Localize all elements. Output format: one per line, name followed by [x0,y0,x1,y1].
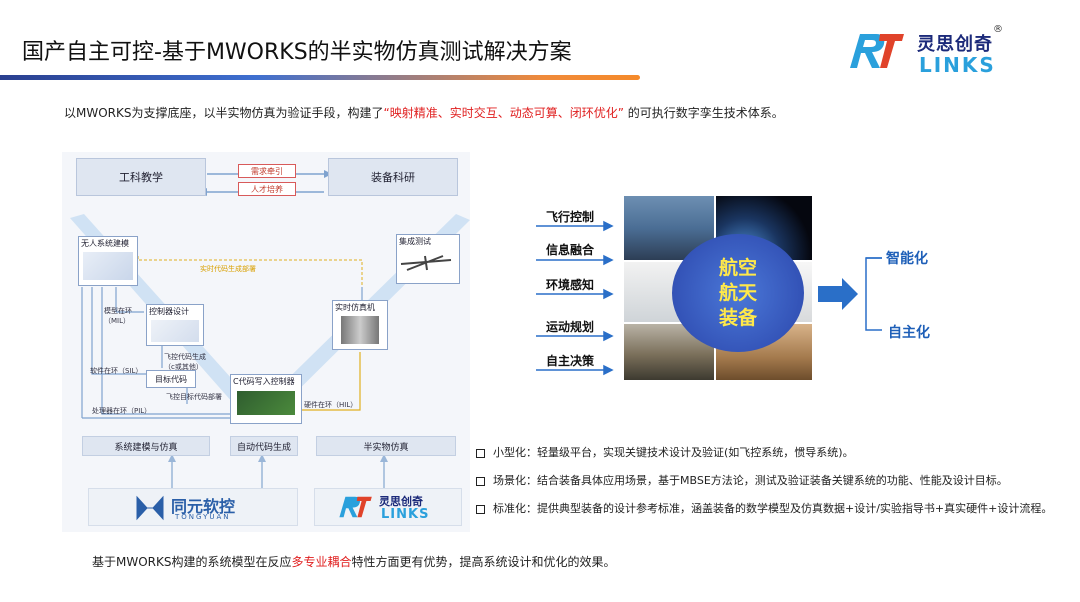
input-env-perception: 环境感知 [546,278,595,292]
output-connectors [818,257,882,331]
tag-demand-driven: 需求牵引 [238,164,296,178]
title-underline [0,75,640,80]
label-realtime-deploy: 实时代码生成部署 [200,265,256,273]
node-controller-design: 控制器设计 [146,304,204,346]
footer-after: 特性方面更有优势，提高系统设计和优化的效果。 [351,555,616,569]
label-pil: 处理器在环（PIL） [92,407,152,415]
node-label: C代码写入控制器 [233,377,295,386]
checkbox-square-icon [476,476,485,486]
node-realtime-simulator: 实时仿真机 [332,300,388,350]
intro-text: 以MWORKS为支撑底座，以半实物仿真为验证手段，构建了“映射精准、实时交互、动… [64,104,784,121]
intro-highlight: “映射精准、实时交互、动态可算、闭环优化” [383,106,624,120]
logo-en-text: LINKS [919,53,996,77]
box-hardware-in-loop: 半实物仿真 [316,436,456,456]
logo-cn-text: 灵思创奇 [917,34,993,55]
links-logo-small: 灵思创奇 LINKS [314,488,462,526]
label-hil: 硬件在环（HIL） [304,401,358,409]
links-logo-mark-icon [850,34,904,68]
footer-text: 基于MWORKS构建的系统模型在反应多专业耦合特性方面更有优势，提高系统设计和优… [92,553,616,570]
label-deploy: 飞控目标代码部署 [166,393,222,401]
label-mil: 模型在环 （MIL） [104,307,132,325]
bullet-standardization: 标准化：提供典型装备的设计参考标准，涵盖装备的数学模型及仿真数据+设计/实验指导… [476,500,1052,516]
center-line-1: 航空 [718,256,757,279]
intro-before: 以MWORKS为支撑底座，以半实物仿真为验证手段，构建了 [64,106,384,120]
footer-highlight: 多专业耦合 [291,555,352,569]
node-target-code: 目标代码 [146,370,196,388]
bullet-scenario: 场景化：结合装备具体应用场景，基于MBSE方法论，测试及验证装备关键系统的功能、… [476,472,1008,488]
label-codegen: 飞控代码生成 （c或其他） [164,353,206,371]
bullet-miniaturization: 小型化：轻量级平台，实现关键技术设计及验证(如飞控系统，惯导系统)。 [476,444,854,460]
output-autonomous: 自主化 [888,325,930,341]
tongyuan-mark-icon [136,495,164,521]
tongyuan-cn: 同元软控 [171,497,236,516]
footer-before: 基于MWORKS构建的系统模型在反应 [92,555,292,569]
checkbox-square-icon [476,504,485,514]
node-label: 无人系统建模 [81,239,129,248]
box-engineering-teaching: 工科教学 [76,158,206,196]
page-title: 国产自主可控-基于MWORKS的半实物仿真测试解决方案 [22,40,572,65]
v-model-diagram [62,152,470,532]
drone-icon [400,255,452,271]
center-line-2: 航天 [718,281,757,304]
tag-talent-training: 人才培养 [238,182,296,196]
input-info-fusion: 信息融合 [546,243,595,257]
input-flight-control: 飞行控制 [546,210,595,224]
center-line-3: 装备 [718,306,757,329]
output-intelligent: 智能化 [886,251,928,267]
box-equipment-research: 装备科研 [328,158,458,196]
box-auto-codegen: 自动代码生成 [230,436,298,456]
intro-after: 的可执行数字孪生技术体系。 [623,106,784,120]
links-small-en: LINKS [381,507,430,522]
node-label: 实时仿真机 [335,303,375,312]
node-label: 集成测试 [399,237,431,246]
label-sil: 软件在环（SIL） [90,367,143,375]
registered-mark: ® [993,24,1003,35]
box-modeling-simulation: 系统建模与仿真 [82,436,210,456]
v-model-connectors [70,170,470,488]
checkbox-square-icon [476,448,485,458]
input-arrows [536,220,614,376]
center-aerospace-equipment: 航空 航天 装备 [672,234,804,352]
bullet-text: 小型化：轻量级平台，实现关键技术设计及验证(如飞控系统，惯导系统)。 [493,446,854,459]
links-mark-small-icon [339,496,372,518]
bullet-text: 标准化：提供典型装备的设计参考标准，涵盖装备的数学模型及仿真数据+设计/实验指导… [493,502,1053,515]
tongyuan-logo: 同元软控 TONGYUAN [88,488,298,526]
node-integration-test: 集成测试 [396,234,460,284]
input-motion-planning: 运动规划 [546,320,595,334]
tongyuan-en: TONGYUAN [175,513,231,521]
node-label: 控制器设计 [149,307,189,316]
links-small-cn: 灵思创奇 [379,495,423,508]
node-unmanned-modeling: 无人系统建模 [78,236,138,286]
input-autonomous-decision: 自主决策 [546,354,595,368]
bullet-text: 场景化：结合装备具体应用场景，基于MBSE方法论，测试及验证装备关键系统的功能、… [493,474,1008,487]
node-c-code-controller: C代码写入控制器 [230,374,302,424]
